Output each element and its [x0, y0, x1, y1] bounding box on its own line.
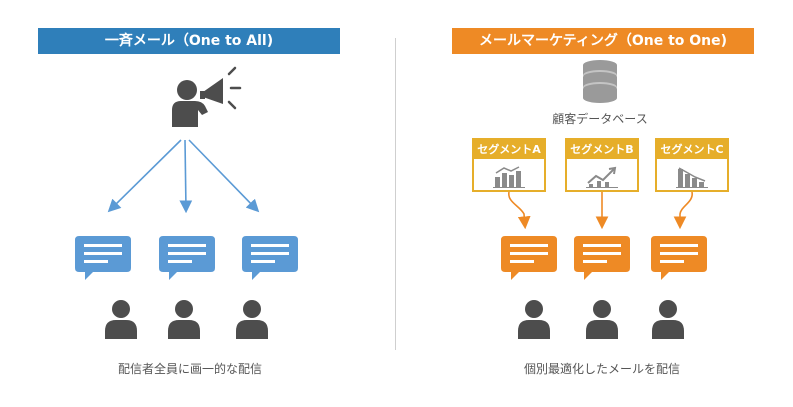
bar-chart-icon [493, 166, 525, 188]
message-bubble-icon [574, 236, 630, 280]
segment-c-box: セグメントC [655, 138, 729, 192]
person-icon [652, 300, 684, 339]
segment-a-box: セグメントA [472, 138, 546, 192]
message-bubble-icon [501, 236, 557, 280]
one-to-all-caption: 配信者全員に画一的な配信 [117, 362, 262, 376]
message-bubble-icon [159, 236, 215, 280]
person-icon [168, 300, 200, 339]
declining-chart-icon [676, 167, 708, 188]
segment-a-label: セグメントA [474, 140, 544, 159]
segment-b-label: セグメントB [567, 140, 637, 159]
message-bubble-icon [242, 236, 298, 280]
person-icon [518, 300, 550, 339]
segment-c-label: セグメントC [657, 140, 727, 159]
segment-b-box: セグメントB [565, 138, 639, 192]
broadcast-arrows [107, 139, 260, 214]
megaphone-person-icon [172, 66, 242, 127]
person-icon [586, 300, 618, 339]
line-up-chart-icon [586, 166, 618, 188]
segment-arrows [508, 191, 693, 230]
person-icon [105, 300, 137, 339]
message-bubble-icon [75, 236, 131, 280]
database-label: 顧客データベース [552, 112, 648, 126]
center-divider [395, 38, 396, 350]
database-icon [583, 60, 617, 103]
one-to-all-title: 一斉メール（One to All) [38, 28, 340, 54]
person-icon [236, 300, 268, 339]
message-bubble-icon [651, 236, 707, 280]
one-to-one-title: メールマーケティング（One to One) [452, 28, 754, 54]
one-to-one-caption: 個別最適化したメールを配信 [523, 362, 680, 376]
